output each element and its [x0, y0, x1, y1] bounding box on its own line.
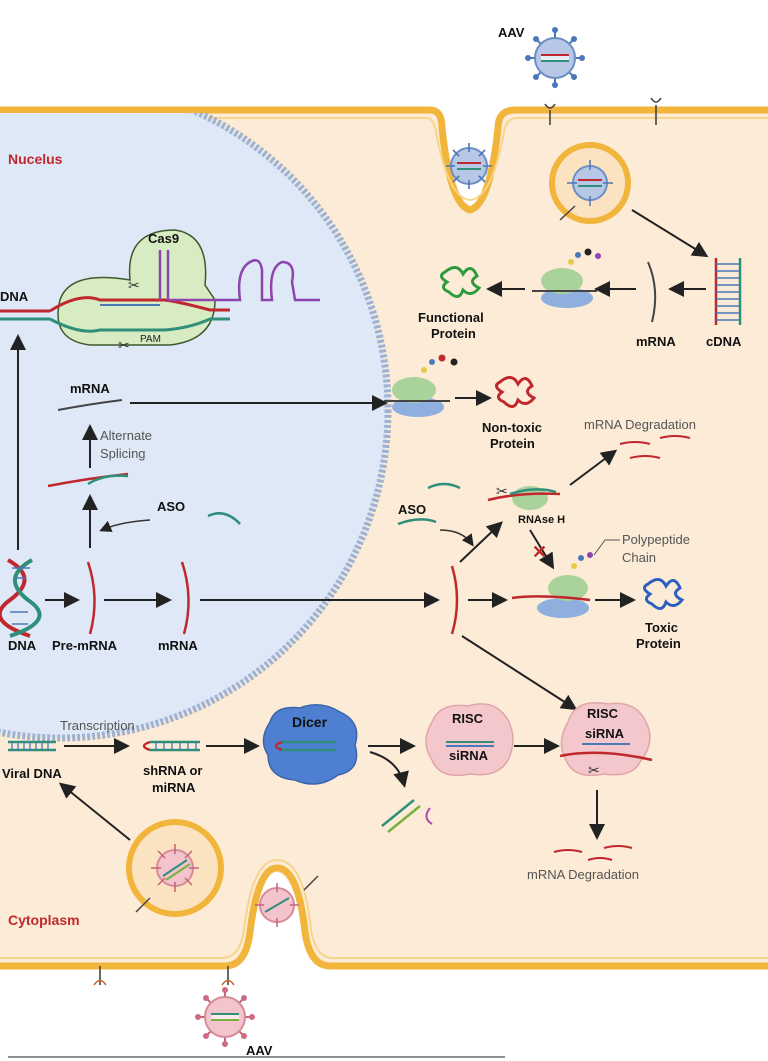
rnase-h-label: RNAse H	[518, 514, 565, 526]
aso-left-label: ASO	[157, 499, 185, 514]
mrna-bottom-label: mRNA	[158, 638, 198, 653]
membrane-bottom-inner	[0, 858, 768, 959]
rnase-h-complex: ✂	[487, 483, 561, 510]
endosome-aav-bottom	[126, 819, 224, 917]
functional-protein-icon	[440, 266, 482, 298]
degraded-mrna-bottom	[553, 845, 633, 861]
mrna-top-strand	[57, 399, 123, 411]
aso-free-strand	[427, 482, 461, 490]
aav-endocytosis	[446, 143, 492, 189]
premrna-strand	[86, 561, 96, 635]
pam-label: PAM	[140, 334, 161, 345]
toxic-protein-icon	[643, 578, 685, 610]
dicer-enzyme	[262, 704, 358, 785]
premrna-label: Pre-mRNA	[52, 638, 118, 653]
mrna-degradation-bottom-label: mRNA Degradation	[527, 867, 639, 882]
sirna-label-2: siRNA	[585, 726, 625, 741]
mrna-right-label: mRNA	[636, 334, 676, 349]
mrna-degradation-top-label: mRNA Degradation	[584, 417, 696, 432]
risc-complex-1	[425, 703, 514, 777]
scissors-icon-3: ✂	[496, 483, 508, 499]
ribosome-bottom	[511, 552, 593, 618]
membrane-top-inner	[0, 117, 768, 202]
alternate-splicing-label-1: Alternate	[100, 428, 152, 443]
viral-dna-label: Viral DNA	[2, 766, 62, 781]
risc-complex-2	[560, 702, 651, 777]
arrow-dicer-waste	[369, 751, 409, 788]
transcription-label: Transcription	[60, 718, 135, 733]
functional-protein-label-1: Functional	[418, 310, 484, 325]
block-x-icon: ✕	[532, 542, 547, 562]
receptors-top	[93, 97, 662, 986]
arrow-endosome-cdna	[631, 209, 709, 258]
arrow-degradation-top	[569, 449, 618, 486]
cas9-label: Cas9	[148, 231, 179, 246]
risc-label-1: RISC	[452, 711, 484, 726]
dna-helix-icon	[0, 558, 42, 638]
cdna-label: cDNA	[706, 334, 742, 349]
arrow-to-rnaseh	[459, 521, 503, 563]
degraded-mrna-top	[619, 435, 691, 459]
sirna-label-1: siRNA	[449, 748, 489, 763]
nucleus-label: Nucelus	[8, 151, 63, 167]
membrane-top	[0, 106, 768, 214]
endosome-aav	[549, 142, 631, 224]
ribosome-top	[532, 248, 601, 308]
polypeptide-label-2: Chain	[622, 550, 656, 565]
membrane-bottom	[0, 864, 768, 970]
scissors-icon-4: ✂	[588, 762, 600, 778]
functional-protein-label-2: Protein	[431, 326, 476, 341]
mrna-top-label: mRNA	[70, 381, 110, 396]
risc-label-2: RISC	[587, 706, 619, 721]
scissors-icon-1: ✂	[128, 277, 140, 293]
nucleus	[0, 113, 392, 742]
shrna-strand	[142, 740, 200, 752]
toxic-label-1: Toxic	[645, 620, 678, 635]
arrow-blocked	[529, 529, 555, 570]
cas9-complex: ✂ ✂	[0, 229, 320, 353]
dna-bottom-label: DNA	[8, 638, 37, 653]
aso-right-label: ASO	[398, 502, 426, 517]
dna-top-label: DNA	[0, 289, 29, 304]
arrow-aso-right	[439, 529, 474, 547]
aav-bottom-particle	[195, 987, 255, 1047]
mrna-cytoplasm-strand	[450, 565, 459, 635]
aav-top-label: AAV	[498, 25, 525, 40]
shrna-label-1: shRNA or	[143, 763, 202, 778]
aav-top-particle	[525, 27, 585, 88]
arrow-mrna-risc	[461, 635, 578, 711]
viral-dna-strand	[8, 740, 56, 752]
mrna-right-strand	[647, 261, 657, 323]
aso-left-strand	[207, 512, 241, 525]
arrow-endosome-viraldna	[58, 782, 131, 841]
dicer-label: Dicer	[292, 714, 328, 730]
aav-bottom-pit	[255, 875, 319, 927]
polypeptide-label-1: Polypeptide	[622, 532, 690, 547]
mrna-bottom-strand	[180, 561, 190, 635]
scissors-icon-2: ✂	[118, 337, 130, 353]
cleaved-fragments	[381, 799, 433, 833]
arrow-aso-left	[99, 519, 151, 532]
cdna-strand	[714, 258, 742, 325]
shrna-label-2: miRNA	[152, 780, 196, 795]
non-toxic-label-1: Non-toxic	[482, 420, 542, 435]
non-toxic-label-2: Protein	[490, 436, 535, 451]
alternate-splicing-label-2: Splicing	[100, 446, 146, 461]
cytoplasm-label: Cytoplasm	[8, 912, 80, 928]
toxic-label-2: Protein	[636, 636, 681, 651]
aav-bottom-label: AAV	[246, 1043, 273, 1058]
ribosome-mid	[384, 354, 458, 417]
non-toxic-protein-icon	[495, 376, 537, 408]
